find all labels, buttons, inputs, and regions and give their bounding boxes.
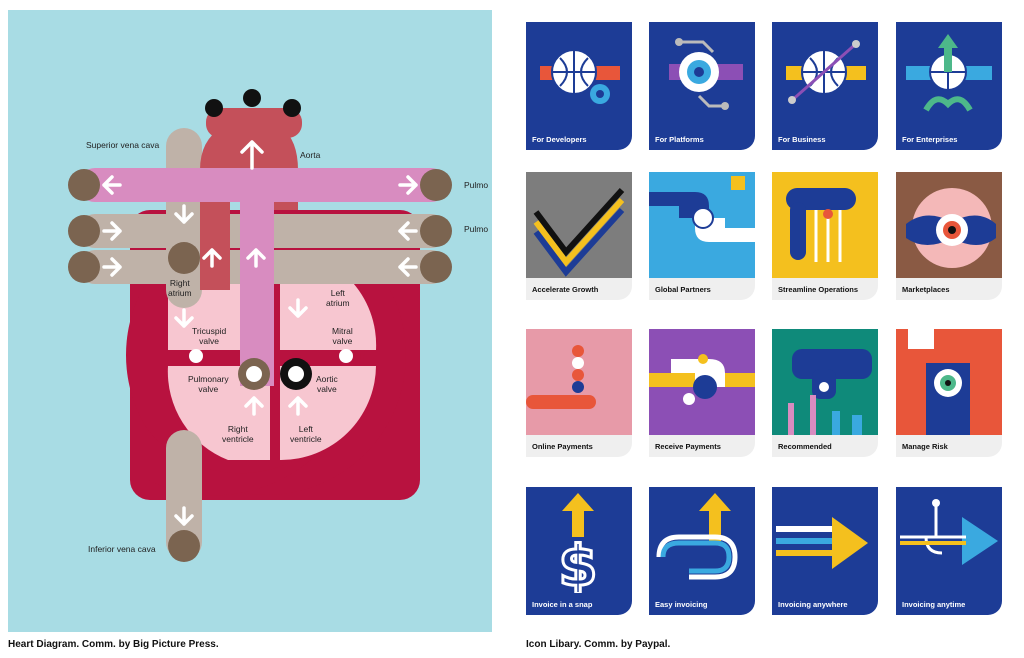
globe-arrow-icon <box>896 22 1002 128</box>
eye-circuit-icon <box>649 22 755 128</box>
aorta-branch-2 <box>243 89 261 107</box>
heart-illustration <box>68 89 452 562</box>
icon-tile-label: For Platforms <box>655 135 704 144</box>
label-pulmonary-bottom: Pulmo <box>464 224 489 234</box>
loop-arrow-icon <box>649 487 755 593</box>
label-right-ventricle: Right ventricle <box>222 424 254 444</box>
icon-tile-label: Global Partners <box>655 285 711 294</box>
icon-tile-invoice-in-a-snap: $ Invoice in a snap <box>526 487 632 615</box>
hand-coins-icon <box>649 329 755 435</box>
hand-tools-icon <box>772 172 878 278</box>
icon-tile-recommended: Recommended <box>772 329 878 457</box>
icon-tile-label: Easy invoicing <box>655 600 708 609</box>
icon-tile-label: Invoicing anywhere <box>778 600 848 609</box>
icon-tile-label: For Business <box>778 135 826 144</box>
icon-tile-for-developers: For Developers <box>526 22 632 150</box>
label-inferior-vena-cava: Inferior vena cava <box>88 544 156 554</box>
globe-gear-icon <box>526 22 632 128</box>
globe-hands-icon <box>772 22 878 128</box>
mitral-valve <box>339 349 353 363</box>
icon-tile-online-payments: Online Payments <box>526 329 632 457</box>
icon-tile-label: Streamline Operations <box>778 285 859 294</box>
stripes-arrow-icon <box>772 487 878 593</box>
aorta <box>200 120 298 290</box>
icon-tile-label: Marketplaces <box>902 285 950 294</box>
city-hand-icon <box>772 329 878 435</box>
handshake-globe-icon <box>649 172 755 278</box>
icon-tile-easy-invoicing: Easy invoicing <box>649 487 755 615</box>
label-aorta: Aorta <box>300 150 321 160</box>
icon-tile-invoicing-anywhere: Invoicing anywhere <box>772 487 878 615</box>
icon-tile-label: Online Payments <box>532 442 593 451</box>
icon-tile-for-platforms: For Platforms <box>649 22 755 150</box>
dollar-arrow-icon: $ <box>526 487 632 601</box>
icon-tile-marketplaces: Marketplaces <box>896 172 1002 300</box>
icon-tile-for-enterprises: For Enterprises <box>896 22 1002 150</box>
label-left-ventricle: Left ventricle <box>290 424 322 444</box>
icon-tile-streamline-operations: Streamline Operations <box>772 172 878 300</box>
aorta-branch-3 <box>283 99 301 117</box>
label-pulmonary-valve: Pulmonary valve <box>188 374 229 394</box>
left-ventricle-chamber <box>280 366 376 461</box>
inferior-vena-cava <box>166 430 202 560</box>
icon-tile-manage-risk: Manage Risk <box>896 329 1002 457</box>
heart-caption: Heart Diagram. Comm. by Big Picture Pres… <box>8 639 219 650</box>
icon-tile-invoicing-anytime: Invoicing anytime <box>896 487 1002 615</box>
icon-tile-label: Accelerate Growth <box>532 285 599 294</box>
heart-diagram-panel: Superior vena cava Aorta Pulmo Pulmo Rig… <box>8 10 492 632</box>
icon-tile-global-partners: Global Partners <box>649 172 755 300</box>
handshake-eye-icon <box>896 172 1002 278</box>
checkmark-stripes-icon <box>526 172 632 278</box>
pulmonary-artery-trunk <box>240 168 274 386</box>
circuit-arrow-icon <box>896 487 1002 593</box>
icon-tile-label: Receive Payments <box>655 442 721 451</box>
tricuspid-valve <box>189 349 203 363</box>
icon-tile-label: Recommended <box>778 442 832 451</box>
label-tricuspid-valve: Tricuspid valve <box>192 326 227 346</box>
label-right-atrium: Right atrium <box>168 278 192 298</box>
right-ventricle-chamber <box>167 366 270 460</box>
icon-tile-receive-payments: Receive Payments <box>649 329 755 457</box>
icon-library-caption: Icon Libary. Comm. by Paypal. <box>526 639 671 650</box>
keyhole-eye-icon <box>896 329 1002 435</box>
icon-tile-label: Manage Risk <box>902 442 948 451</box>
svg-text:$: $ <box>559 534 598 593</box>
icon-tile-for-business: For Business <box>772 22 878 150</box>
icon-tile-label: Invoicing anytime <box>902 600 966 609</box>
label-left-atrium: Left atrium <box>326 288 350 308</box>
aorta-top <box>206 108 302 138</box>
inferior-vena-cava-end <box>168 530 200 562</box>
label-mitral-valve: Mitral valve <box>332 326 353 346</box>
icon-tile-label: For Enterprises <box>902 135 958 144</box>
label-superior-vena-cava: Superior vena cava <box>86 140 160 150</box>
coins-hand-icon <box>526 329 632 435</box>
aorta-branch-1 <box>205 99 223 117</box>
label-pulmonary-top: Pulmo <box>464 180 489 190</box>
icon-tile-accelerate-growth: Accelerate Growth <box>526 172 632 300</box>
icon-tile-label: Invoice in a snap <box>532 600 593 609</box>
label-aortic-valve: Aortic valve <box>316 374 338 394</box>
icon-tile-label: For Developers <box>532 135 587 144</box>
